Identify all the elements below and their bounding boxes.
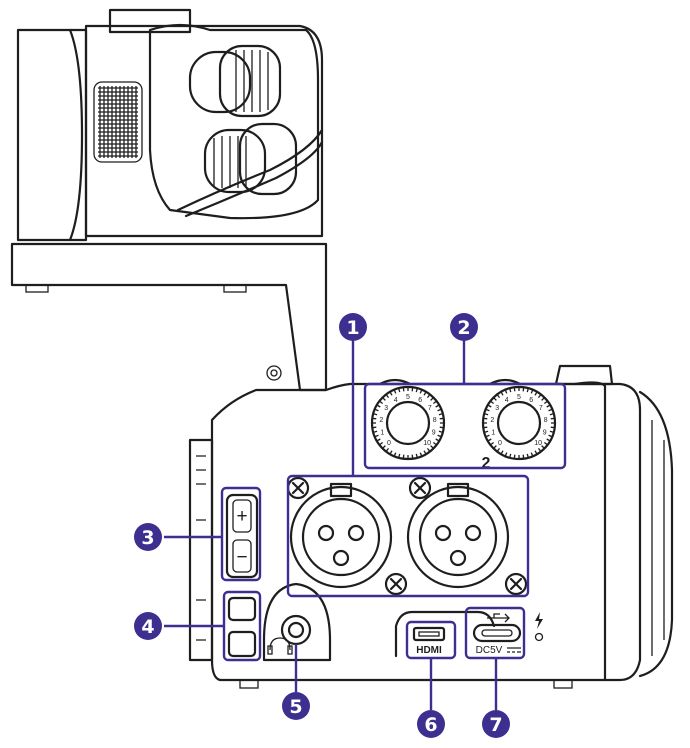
headphone-jack[interactable] (262, 582, 332, 662)
xlr-input-2[interactable] (406, 482, 510, 589)
dc5v-label: DC5V (476, 645, 503, 656)
mic-grille (93, 81, 143, 163)
gain-knob-1[interactable]: 01 234 5 678 910 (370, 385, 446, 461)
knob-scale-label: 9 (432, 429, 436, 436)
svg-text:2: 2 (457, 317, 470, 339)
svg-text:4: 4 (141, 616, 154, 638)
knob-scale-label: 2 (490, 417, 494, 424)
mic-arm (10, 242, 328, 392)
knob-scale-label: 8 (544, 417, 548, 424)
knob-scale-label: 0 (387, 440, 391, 447)
knob-scale-label: 3 (495, 405, 499, 412)
knob-scale-label: 9 (543, 429, 547, 436)
knob-scale-label: 7 (428, 405, 432, 412)
knob-scale-label: 10 (423, 440, 431, 447)
headphone-icon (267, 637, 293, 655)
callout-badge-7: 7 (482, 710, 510, 738)
knob-scale-label: 8 (433, 417, 437, 424)
volume-plus-label: + (236, 506, 247, 527)
mic-capsule-lower (203, 122, 298, 196)
screws (286, 476, 528, 596)
callout-badge-2: 2 (450, 313, 478, 341)
knob-scale-label: 7 (539, 405, 543, 412)
mic-capsule-upper (188, 44, 282, 118)
svg-text:5: 5 (289, 696, 302, 718)
usb-icon (487, 613, 510, 623)
recorder-body (188, 364, 674, 689)
mic-capsule-module (16, 8, 324, 242)
knob-scale-label: 6 (418, 397, 422, 404)
knob-scale-label: 5 (406, 394, 410, 401)
knob-scale-label: 10 (534, 440, 542, 447)
svg-text:6: 6 (424, 714, 437, 736)
svg-text:1: 1 (346, 317, 359, 339)
side-buttons[interactable] (227, 596, 257, 658)
volume-minus-label: − (236, 547, 247, 568)
gain-knob-2[interactable]: 01 234 5 678 910 (481, 385, 557, 461)
knob-scale-label: 1 (380, 429, 384, 436)
callout-badge-5: 5 (282, 692, 310, 720)
knob-scale-label: 3 (384, 405, 388, 412)
knob-scale-label: 4 (394, 397, 398, 404)
callout-badge-1: 1 (339, 313, 367, 341)
callout-badge-6: 6 (417, 710, 445, 738)
hdmi-label: HDMI (416, 645, 442, 656)
volume-rocker[interactable]: + − (225, 493, 259, 579)
callout-badge-4: 4 (134, 612, 162, 640)
svg-text:3: 3 (141, 527, 154, 549)
dc-symbol-icon (507, 647, 521, 653)
knob-marker-label: 2 (482, 455, 491, 472)
knob-scale-label: 2 (379, 417, 383, 424)
knob-scale-label: 5 (517, 394, 521, 401)
knob-scale-label: 4 (505, 397, 509, 404)
callout-badge-3: 3 (134, 523, 162, 551)
knob-scale-label: 1 (491, 429, 495, 436)
xlr-input-1[interactable] (289, 482, 393, 589)
lightning-icon (535, 612, 543, 629)
knob-scale-label: 6 (529, 397, 533, 404)
charge-indicator (534, 612, 544, 642)
callout-overlays (164, 340, 567, 710)
svg-text:7: 7 (489, 714, 502, 736)
usb-c-port[interactable]: DC5V (472, 613, 522, 656)
knob-scale-label: 0 (498, 440, 502, 447)
